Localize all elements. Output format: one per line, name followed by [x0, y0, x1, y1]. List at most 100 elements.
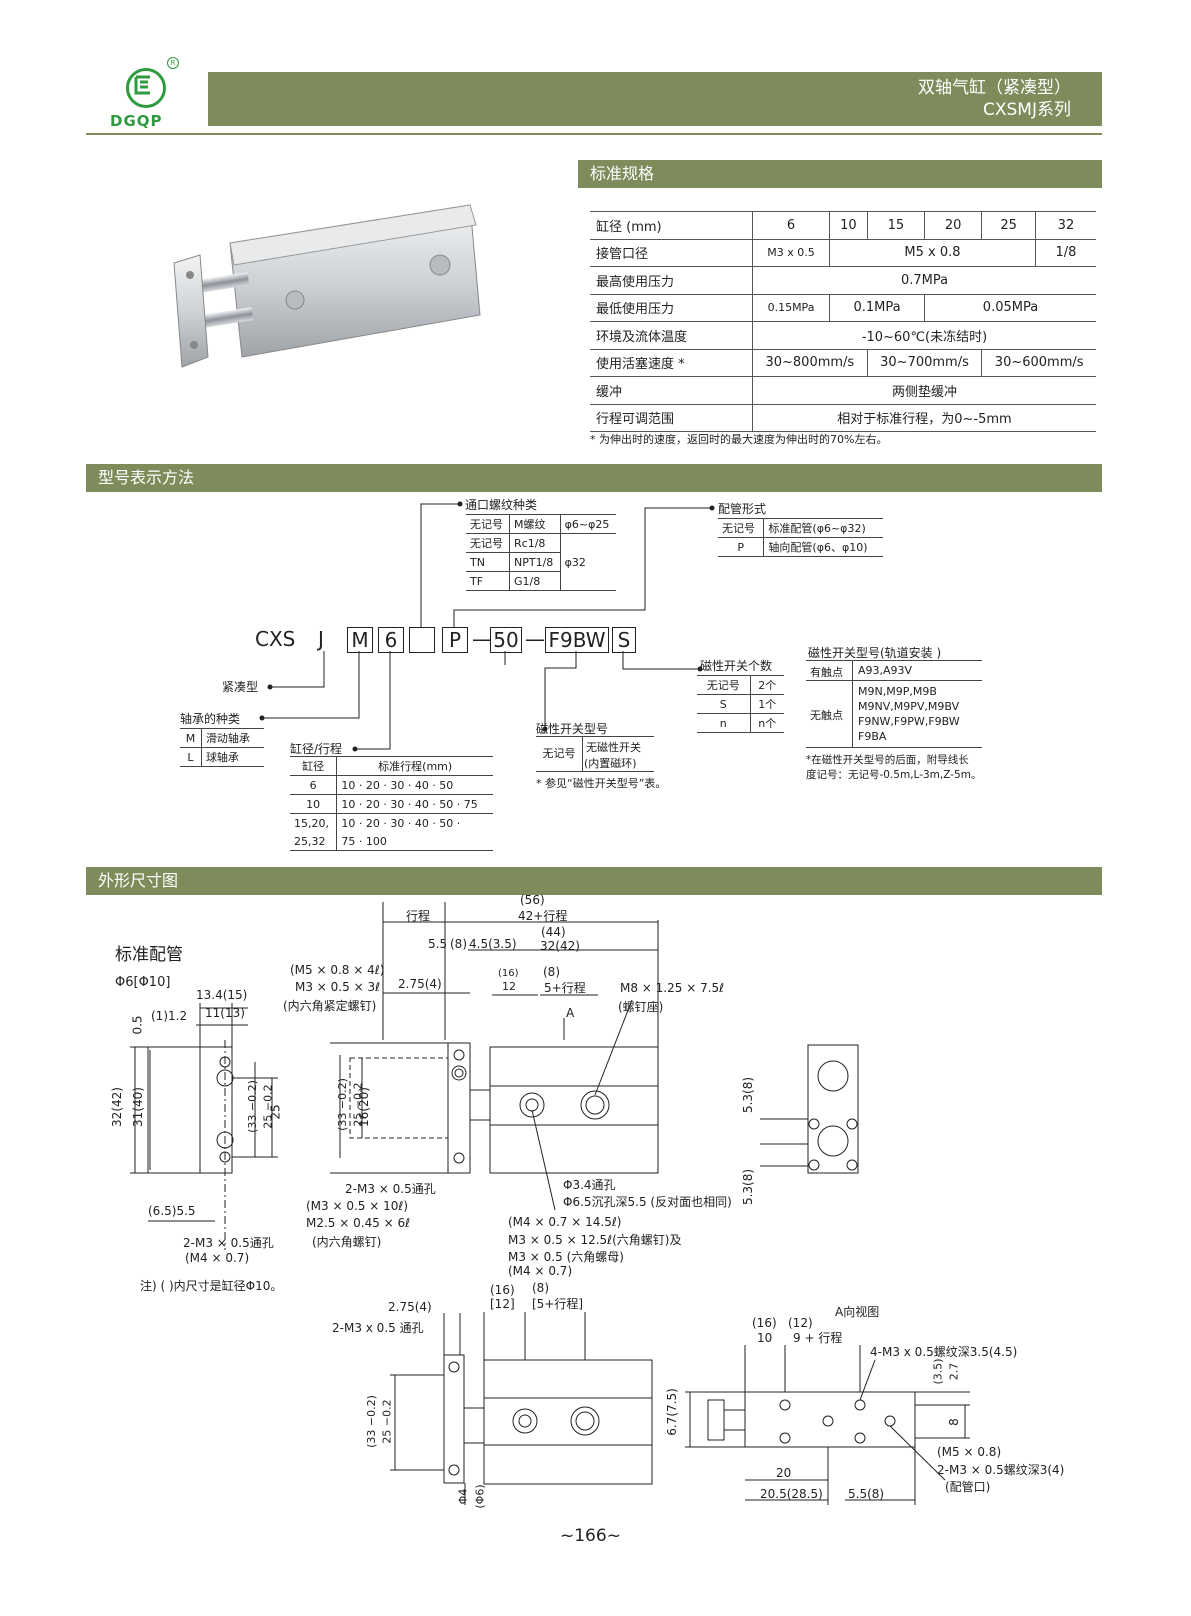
- dim-42: 42+行程: [518, 909, 568, 923]
- dim-12-d: (12): [788, 1316, 813, 1330]
- dim-boss: (螺钉座): [618, 1000, 664, 1014]
- bearing-title: 轴承的种类: [180, 712, 241, 726]
- dim-2-75: 2.75(4): [398, 977, 442, 991]
- cell: M9N,M9P,M9B: [858, 685, 937, 698]
- cell: (内置磁环): [584, 757, 637, 770]
- cell: 标准行程(mm): [336, 756, 493, 776]
- dim-5-stroke-c: [5+行程]: [532, 1297, 584, 1311]
- spec-cell: 32: [1035, 211, 1096, 240]
- dim-20: 20: [776, 1466, 792, 1480]
- spec-cell: 30~700mm/s: [867, 349, 983, 377]
- title-line-2: CXSMJ系列: [983, 100, 1071, 120]
- dim-2-7: 2.7: [947, 1362, 961, 1381]
- dim-25-c: 25 −0.2: [380, 1399, 394, 1444]
- cell: 球轴承: [201, 747, 264, 767]
- spec-cell: M5 x 0.8: [829, 239, 1036, 267]
- compact-label: 紧凑型: [222, 680, 259, 694]
- dim-2-75-b: 2.75(4): [388, 1300, 432, 1314]
- thread-title: 通口螺纹种类: [465, 498, 538, 512]
- cell: M9NV,M9PV,M9BV: [858, 700, 960, 713]
- cell: L: [180, 747, 202, 767]
- dim-hex-set: (内六角紧定螺钉): [283, 999, 377, 1013]
- dim-32-42: 32(42): [109, 1087, 124, 1127]
- cell: A93,A93V: [858, 664, 913, 677]
- dim-33-main: (33 −0.2): [335, 1078, 349, 1131]
- dim-m4-b: (M4 × 0.7 × 14.5ℓ): [508, 1215, 622, 1229]
- model-section-title: 型号表示方法: [86, 464, 1102, 492]
- table-row: 15,20,10 · 20 · 30 · 40 · 50 ·: [290, 813, 493, 832]
- page-title: 双轴气缸（紧凑型） CXSMJ系列: [918, 77, 1071, 121]
- spec-cell: -10~60℃(未冻结时): [752, 321, 1096, 350]
- cell: 10: [290, 794, 338, 814]
- spec-label: 行程可调范围: [590, 404, 753, 432]
- switch-model-title: 磁性开关型号(轨道安装 ): [808, 646, 942, 660]
- dim-phi-3-4: Φ3.4通孔: [563, 1178, 616, 1192]
- bore-note: Φ6[Φ10]: [115, 975, 171, 990]
- cell: 无记号: [466, 514, 511, 534]
- cell: 无记号: [718, 518, 765, 538]
- dim-6-7: 6.7(7.5): [664, 1388, 679, 1436]
- cell: M: [180, 728, 202, 748]
- spec-section-title: 标准规格: [578, 160, 1102, 188]
- code-thread-box: [409, 627, 435, 653]
- table-row: 缸径 (mm) 6 10 15 20 25 32: [590, 211, 1096, 240]
- dim-10: 10: [757, 1331, 773, 1345]
- dim-m3-set: M3 × 0.5 × 3ℓ: [295, 980, 381, 994]
- spec-label: 接管口径: [590, 239, 753, 267]
- dim-phi-6: (Φ6): [473, 1484, 487, 1509]
- dim-16-20: 16(20): [356, 1087, 371, 1127]
- spec-label: 最低使用压力: [590, 294, 753, 322]
- header-divider: [86, 133, 1102, 135]
- spec-cell: 0.7MPa: [752, 266, 1096, 295]
- dim-m5-b: (M5 × 0.8): [937, 1445, 1002, 1459]
- switch-model-note-1: *在磁性开关型号的后面，附导线长: [806, 754, 969, 766]
- dim-12: 12: [502, 980, 516, 993]
- divider: [806, 680, 982, 681]
- table-row: 行程可调范围 相对于标准行程，为0~-5mm: [590, 404, 1096, 432]
- cell: 2个: [750, 675, 784, 695]
- table-row: 缸径标准行程(mm): [290, 756, 493, 776]
- dim-m3-c: M3 × 0.5 × 12.5ℓ(六角螺钉)及: [508, 1233, 682, 1247]
- cell: F9BA: [858, 730, 887, 743]
- dim-m3-d: M3 × 0.5 (六角螺母): [508, 1250, 624, 1264]
- table-row: 接管口径 M3 x 0.5 M5 x 0.8 1/8: [590, 239, 1096, 267]
- dim-31-40: 31(40): [130, 1087, 145, 1127]
- spec-cell: 0.05MPa: [924, 294, 1096, 322]
- cell: G1/8: [509, 571, 561, 591]
- spec-label: 环境及流体温度: [590, 321, 753, 350]
- dim-thru-3: 2-M3 x 0.5 通孔: [332, 1321, 424, 1335]
- spec-cell: 1/8: [1035, 239, 1096, 267]
- dim-5-5: 5.5: [428, 937, 448, 951]
- cell: n: [697, 713, 751, 733]
- cell: M螺纹: [509, 514, 561, 534]
- code-cxs: CXS: [255, 627, 296, 651]
- cell: 缸径: [290, 756, 338, 776]
- dim-16-d: (16): [752, 1316, 777, 1330]
- dims-section-title: 外形尺寸图: [86, 867, 1102, 895]
- table-row: 无记号标准配管(φ6~φ32): [718, 518, 883, 538]
- cell: φ6~φ25: [560, 514, 616, 534]
- cell: 无磁性开关: [586, 741, 641, 754]
- registered-icon: R: [167, 57, 179, 69]
- table-row: 最高使用压力 0.7MPa: [590, 266, 1096, 295]
- spec-label: 最高使用压力: [590, 266, 753, 295]
- dim-m2-5: M2.5 × 0.45 × 6ℓ: [306, 1216, 411, 1230]
- dim-phi-6-5: Φ6.5沉孔深5.5 (反对面也相同): [563, 1195, 732, 1209]
- dim-m3-e: 4-M3 x 0.5螺纹深3.5(4.5): [870, 1345, 1018, 1359]
- dim-33: (33 −0.2): [245, 1080, 259, 1133]
- dim-thru-2: 2-M3 × 0.5通孔: [345, 1182, 436, 1196]
- dim-16: (16): [498, 968, 519, 979]
- spec-cell: 0.1MPa: [829, 294, 925, 322]
- divider: [852, 661, 853, 747]
- table-row: 缓冲 两侧垫缓冲: [590, 376, 1096, 405]
- dim-3-5: (3.5): [931, 1358, 945, 1385]
- cell: TF: [466, 571, 511, 591]
